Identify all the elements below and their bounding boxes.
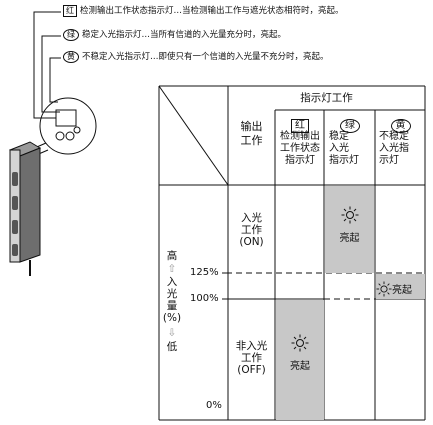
red-lit-marker: 亮起 bbox=[276, 334, 324, 372]
level-100-label: 100% bbox=[190, 293, 219, 304]
col-red-header: 红 bbox=[276, 113, 324, 133]
badge-yellow: 黄 bbox=[390, 119, 411, 133]
axis-up-arrow: ⇧ bbox=[167, 263, 177, 275]
magnifier-circle bbox=[39, 97, 97, 155]
red-lit-text: 亮起 bbox=[290, 361, 310, 372]
col-green-header: 绿 bbox=[325, 113, 375, 133]
col-yellow-header: 黄 bbox=[376, 113, 425, 133]
green-lit-region bbox=[325, 186, 374, 273]
axis-low: 低 bbox=[166, 341, 178, 353]
axis-label: 入 光 量 (%) bbox=[162, 276, 182, 324]
badge-red: 红 bbox=[291, 119, 309, 133]
legend-green-text: 稳定入光指示灯…当所有信道的入光量充分时，亮起。 bbox=[82, 30, 287, 40]
header-diagonal bbox=[158, 85, 229, 186]
sensor-illustration bbox=[8, 11, 97, 276]
legend-yellow-tag: 黄 bbox=[63, 51, 79, 63]
col-red-label: 检测输出 工作状态 指示灯 bbox=[280, 131, 320, 166]
lamp-icon bbox=[376, 280, 392, 297]
legend-red-tag: 红 bbox=[63, 5, 77, 17]
legend-green: 绿稳定入光指示灯…当所有信道的入光量充分时，亮起。 bbox=[63, 29, 286, 41]
col-yellow-label: 不稳定 入光指 示灯 bbox=[379, 131, 409, 166]
row-on-label: 入光 工作 (ON) bbox=[239, 212, 264, 248]
red-lit-region bbox=[276, 300, 324, 420]
yellow-lit-marker: 亮起 bbox=[376, 278, 425, 297]
level-0-label: 0% bbox=[206, 400, 222, 411]
level-125-label: 125% bbox=[190, 267, 219, 278]
lamp-icon bbox=[341, 206, 358, 224]
leader-green bbox=[41, 35, 61, 113]
lamp-icon bbox=[291, 334, 309, 352]
axis-high: 高 bbox=[166, 250, 178, 262]
leader-red bbox=[33, 11, 61, 119]
legend-red: 红检测输出工作状态指示灯…当检测输出工作与遮光状态相符时，亮起。 bbox=[63, 5, 344, 17]
legend-red-text: 检测输出工作状态指示灯…当检测输出工作与遮光状态相符时，亮起。 bbox=[80, 6, 344, 16]
indicator-header: 指示灯工作 bbox=[300, 92, 353, 104]
legend-yellow-text: 不稳定入光指示灯…即使只有一个信道的入光量不充分时，亮起。 bbox=[82, 52, 329, 62]
badge-green: 绿 bbox=[340, 119, 360, 133]
yellow-lit-text: 亮起 bbox=[392, 285, 412, 296]
legend-green-tag: 绿 bbox=[63, 29, 79, 41]
sensor-body bbox=[8, 141, 42, 276]
magnifier-window bbox=[55, 109, 77, 127]
legend-yellow: 黄不稳定入光指示灯…即使只有一个信道的入光量不充分时，亮起。 bbox=[63, 51, 329, 63]
col-green-label: 稳定 入光 指示灯 bbox=[329, 131, 359, 166]
green-lit-marker: 亮起 bbox=[325, 206, 374, 244]
row-off-label: 非入光 工作 (OFF) bbox=[235, 340, 268, 376]
green-lit-text: 亮起 bbox=[339, 233, 360, 244]
output-header: 输出 工作 bbox=[240, 120, 263, 147]
axis-down-arrow: ⇩ bbox=[167, 327, 177, 339]
